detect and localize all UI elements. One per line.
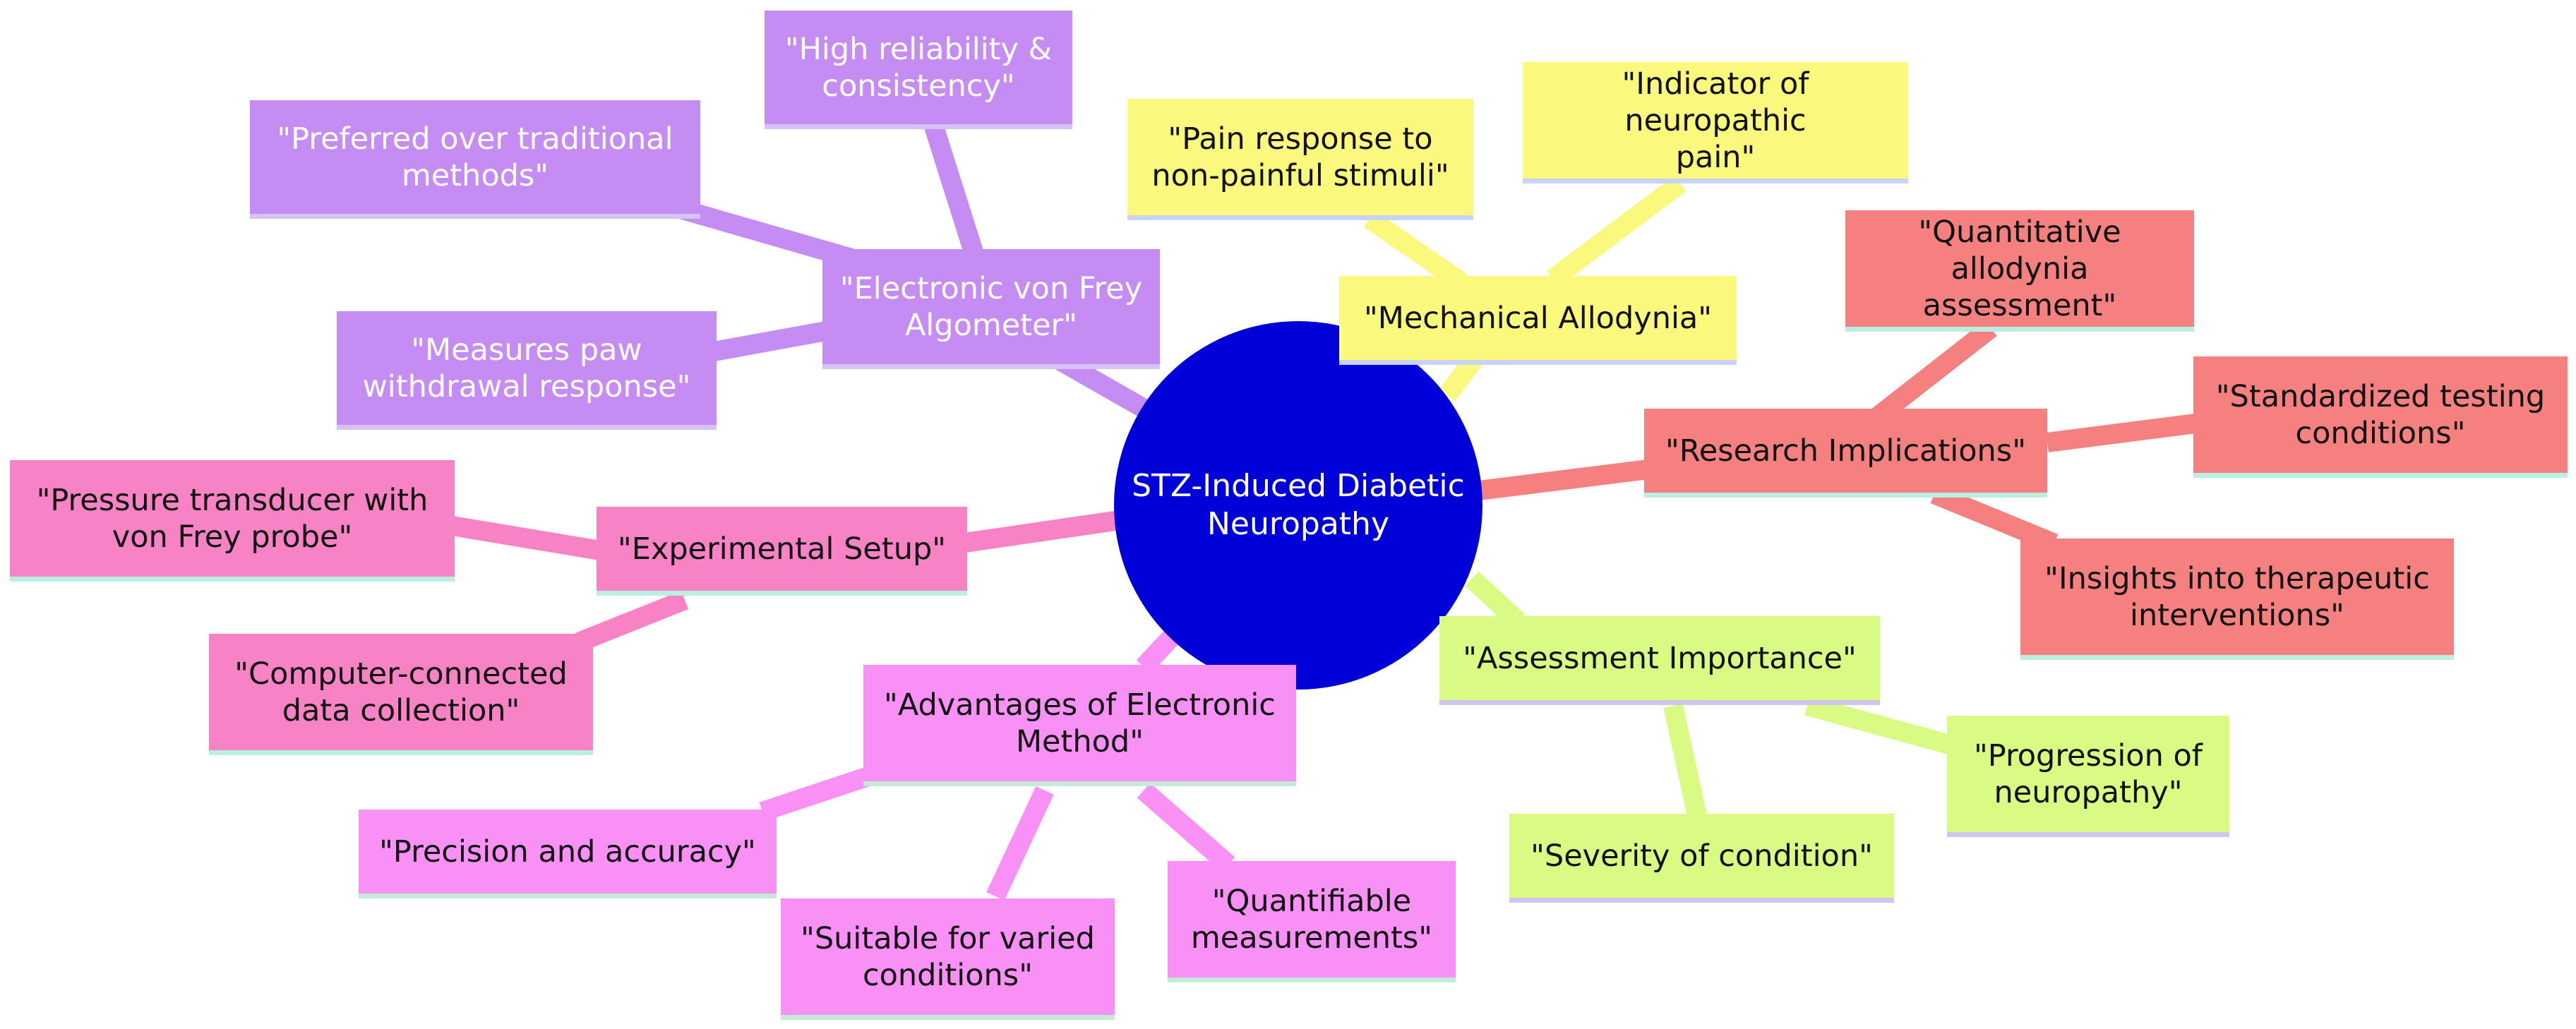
link-research-quantitative [1871, 320, 1997, 425]
node-quantitative-allodynia[interactable]: "Quantitative allodynia assessment" [1845, 210, 2194, 332]
link-root-research [1478, 459, 1650, 500]
link-research-standardized [2046, 414, 2197, 452]
node-severity-of-condition[interactable]: "Severity of condition" [1509, 814, 1894, 903]
link-advantages-suitable [986, 786, 1054, 901]
node-quantifiable-measurements[interactable]: "Quantifiable measurements" [1168, 861, 1456, 982]
node-mechanical-allodynia[interactable]: "Mechanical Allodynia" [1339, 276, 1737, 365]
node-insights-therapeutic[interactable]: "Insights into therapeutic interventions… [2020, 538, 2454, 660]
node-experimental-setup[interactable]: "Experimental Setup" [597, 507, 967, 596]
link-root-electronic [1054, 351, 1163, 426]
link-advantages-quantifiable [1137, 783, 1235, 872]
node-research-implications[interactable]: "Research Implications" [1644, 409, 2047, 498]
node-advantages-electronic-method[interactable]: "Advantages of Electronic Method" [863, 665, 1296, 786]
node-assessment-importance[interactable]: "Assessment Importance" [1439, 616, 1880, 705]
node-precision-and-accuracy[interactable]: "Precision and accuracy" [359, 810, 777, 898]
link-setup-computer [575, 591, 689, 651]
node-electronic-von-frey-algometer[interactable]: "Electronic von Frey Algometer" [822, 249, 1160, 369]
node-pressure-transducer[interactable]: "Pressure transducer with von Frey probe… [10, 460, 455, 582]
link-mechanical-pain-response [1364, 210, 1467, 291]
node-computer-connected[interactable]: "Computer-connected data collection" [209, 634, 593, 755]
link-assessment-severity [1663, 704, 1708, 821]
node-preferred-over-traditional[interactable]: "Preferred over traditional methods" [250, 100, 700, 219]
node-high-reliability[interactable]: "High reliability & consistency" [765, 11, 1072, 129]
link-root-setup [958, 509, 1132, 553]
link-root-assessment [1465, 571, 1525, 629]
link-advantages-precision [759, 766, 872, 822]
central-topic[interactable]: STZ-Induced Diabetic Neuropathy [1114, 321, 1482, 690]
link-assessment-progression [1804, 696, 1965, 758]
node-indicator-neuropathic-pain[interactable]: "Indicator of neuropathic pain" [1523, 62, 1908, 183]
link-setup-pressure [450, 516, 602, 560]
link-electronic-reliability [922, 116, 984, 258]
link-research-insights [1930, 485, 2059, 553]
node-pain-response[interactable]: "Pain response to non-painful stimuli" [1127, 99, 1473, 220]
node-suitable-for-varied[interactable]: "Suitable for varied conditions" [781, 898, 1115, 1020]
link-mechanical-indicator [1547, 175, 1687, 287]
node-progression-of-neuropathy[interactable]: "Progression of neuropathy" [1947, 716, 2229, 837]
node-standardized-testing[interactable]: "Standardized testing conditions" [2193, 356, 2568, 478]
node-measures-paw-withdrawal[interactable]: "Measures paw withdrawal response" [337, 311, 717, 430]
